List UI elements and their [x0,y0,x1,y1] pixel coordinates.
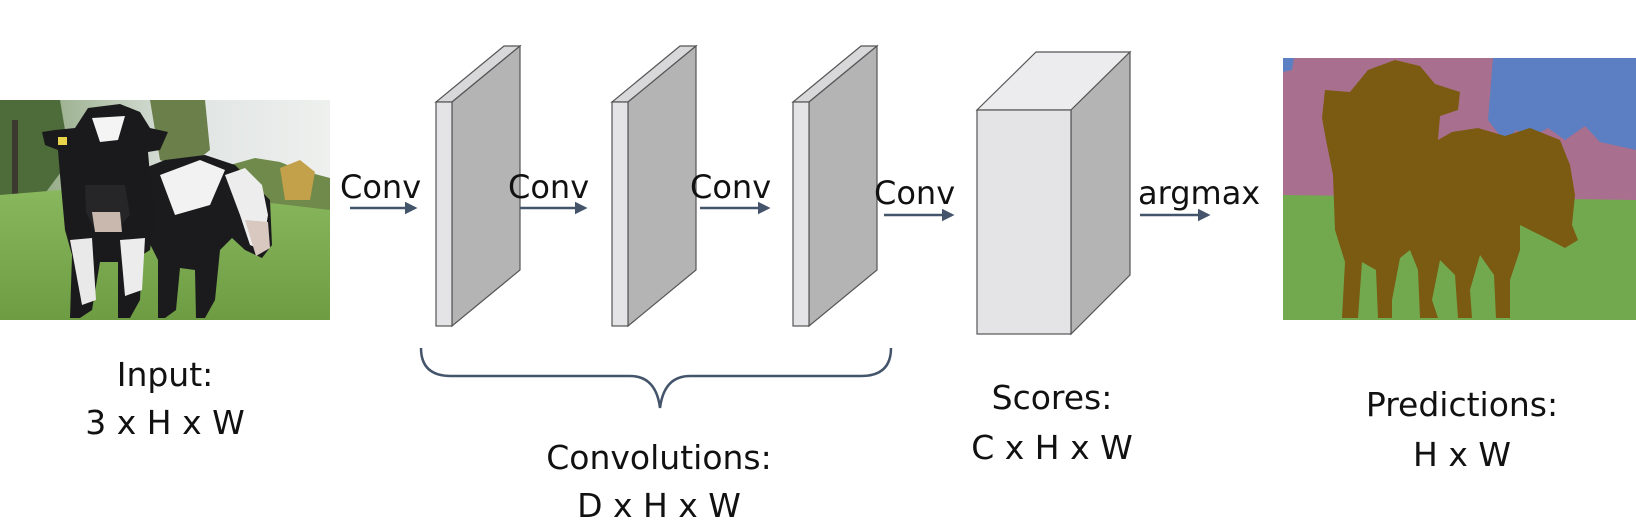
input-image [0,100,330,320]
conv-label-1: Conv [340,168,422,206]
arrows [350,201,1211,222]
convolutions-title: Convolutions: [546,438,772,477]
predictions-dims: H x W [1413,435,1511,474]
conv-label-3: Conv [690,168,772,206]
convolutions-dims: D x H x W [577,486,741,525]
scores-title: Scores: [991,378,1113,417]
scores-volume [975,50,1132,336]
feature-map-1 [434,44,522,328]
input-title: Input: [116,355,214,394]
feature-map-3 [791,44,879,328]
conv-label-4: Conv [874,174,956,212]
conv-label-2: Conv [508,168,590,206]
feature-map-2 [610,44,698,328]
input-dims: 3 x H x W [85,403,245,442]
scores-dims: C x H x W [971,428,1133,467]
predictions-title: Predictions: [1365,385,1559,424]
predictions-image [1283,58,1636,320]
argmax-label: argmax [1138,174,1261,212]
convolutions-brace [419,347,893,409]
